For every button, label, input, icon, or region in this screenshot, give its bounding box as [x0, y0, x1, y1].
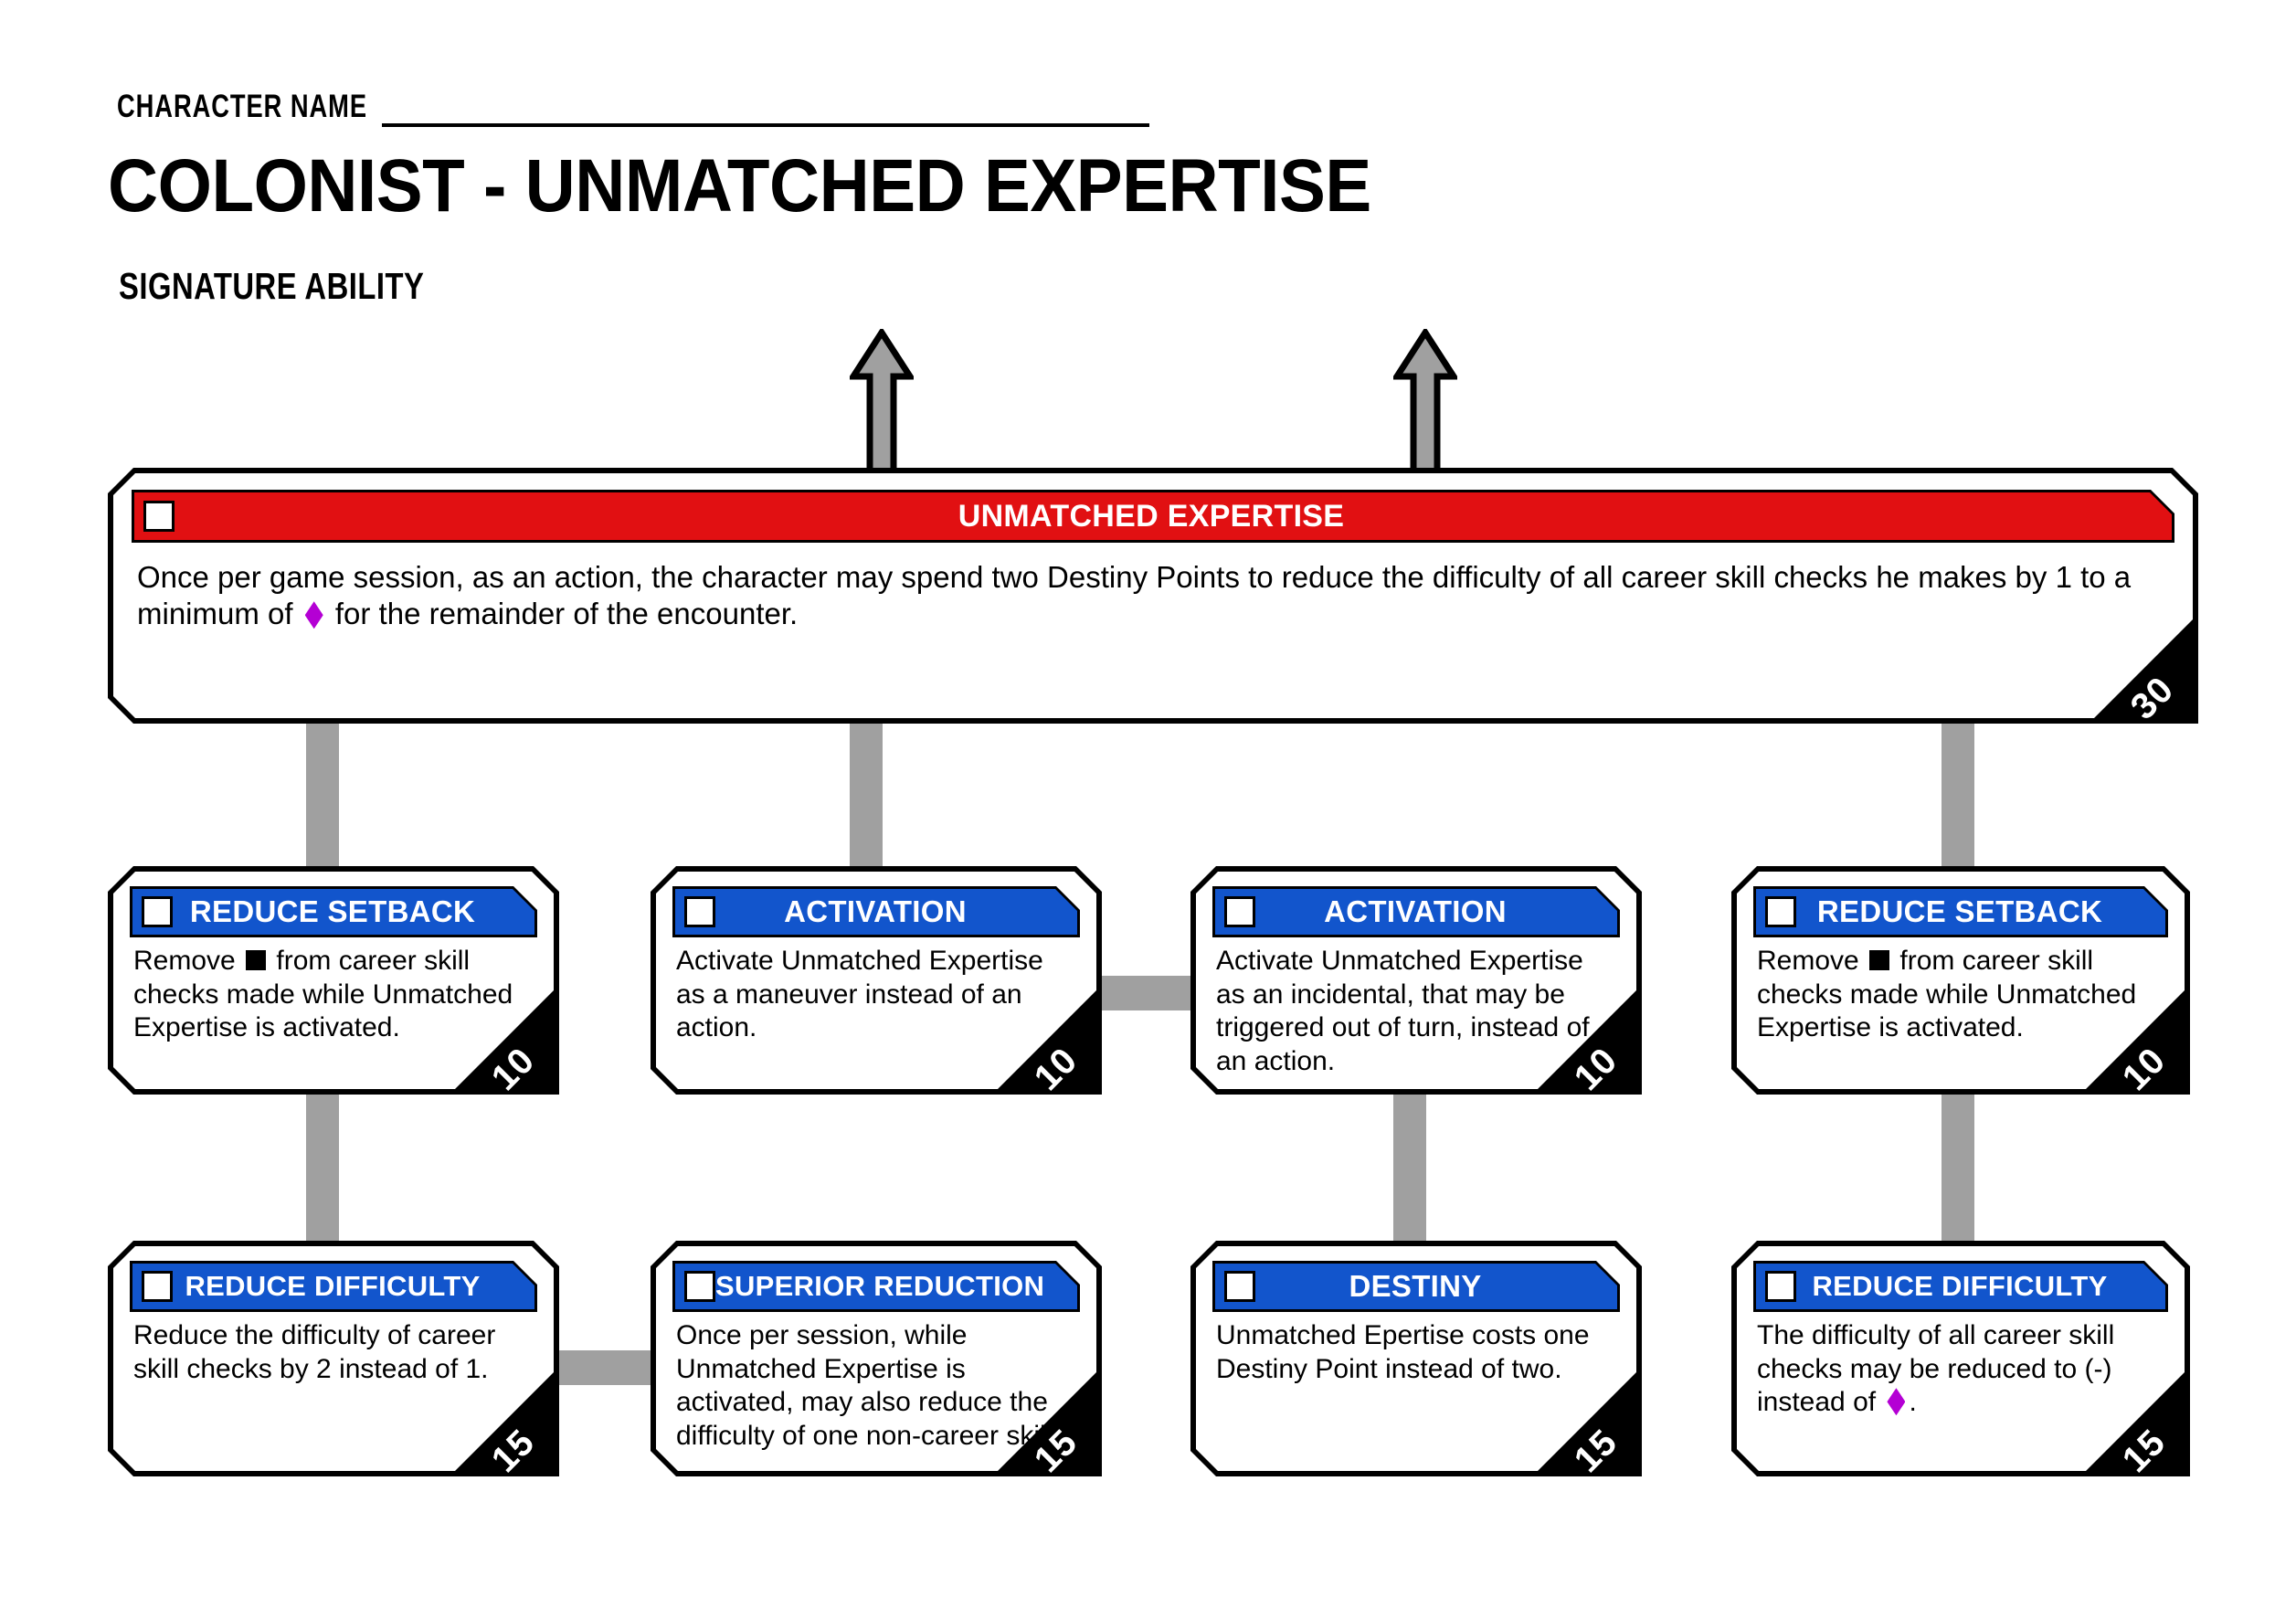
talent-card-checkbox[interactable] — [1765, 896, 1796, 927]
talent-card-header-fill: REDUCE SETBACK — [132, 889, 534, 935]
talent-card-checkbox[interactable] — [1765, 1271, 1796, 1302]
talent-card-header: DESTINY — [1212, 1261, 1620, 1312]
connector-vertical-sig-to-r1c4 — [1942, 713, 1974, 868]
talent-card-text: from career skill checks made while Unma… — [1757, 946, 2137, 1043]
talent-card[interactable]: ACTIVATION Activate Unmatched Expertise a… — [651, 866, 1102, 1095]
talent-card[interactable]: SUPERIOR REDUCTION Once per session, whil… — [651, 1241, 1102, 1476]
setback-die-icon — [1869, 950, 1889, 970]
card-inner: UNMATCHED EXPERTISE Once per game sessio… — [113, 473, 2193, 718]
difficulty-die-icon — [305, 601, 323, 629]
card-inner: SUPERIOR REDUCTION Once per session, whil… — [656, 1246, 1096, 1471]
card-inner: REDUCE SETBACK Remove from career skill c… — [1737, 872, 2185, 1089]
card-inner: REDUCE DIFFICULTY The difficulty of all c… — [1737, 1246, 2185, 1471]
talent-card[interactable]: ACTIVATION Activate Unmatched Expertise a… — [1190, 866, 1642, 1095]
talent-card-header-fill: REDUCE SETBACK — [1756, 889, 2165, 935]
page-title: COLONIST - UNMATCHED EXPERTISE — [108, 144, 1371, 227]
talent-card-text: . — [1909, 1387, 1917, 1418]
signature-card-header: UNMATCHED EXPERTISE — [132, 490, 2174, 543]
card-inner: REDUCE DIFFICULTY Reduce the difficulty o… — [113, 1246, 554, 1471]
character-name-label: CHARACTER NAME — [117, 89, 367, 124]
talent-card-text: Reduce the difficulty of career skill ch… — [133, 1320, 496, 1384]
page-subtitle: SIGNATURE ABILITY — [119, 265, 425, 307]
talent-card-text: Once per session, while Unmatched Expert… — [676, 1320, 1060, 1451]
talent-card-title: REDUCE DIFFICULTY — [185, 1270, 481, 1302]
signature-card-title: UNMATCHED EXPERTISE — [958, 498, 1345, 534]
talent-card-checkbox[interactable] — [684, 896, 715, 927]
signature-card-text-part2: for the remainder of the encounter. — [326, 597, 799, 631]
talent-card-body: The difficulty of all career skill check… — [1757, 1319, 2166, 1420]
talent-card-body: Unmatched Epertise costs one Destiny Poi… — [1216, 1319, 1618, 1386]
talent-card-checkbox[interactable] — [142, 896, 173, 927]
talent-card-header: REDUCE DIFFICULTY — [130, 1261, 537, 1312]
talent-card-header-fill: REDUCE DIFFICULTY — [132, 1264, 534, 1309]
talent-card-header-fill: DESTINY — [1215, 1264, 1617, 1309]
talent-card-text: Remove — [133, 946, 244, 976]
signature-card-body: Once per game session, as an action, the… — [137, 559, 2169, 633]
signature-card-header-fill: UNMATCHED EXPERTISE — [134, 492, 2172, 540]
difficulty-die-icon — [1887, 1388, 1905, 1415]
signature-card-checkbox[interactable] — [143, 501, 175, 532]
tree-entry-arrow-left — [850, 329, 914, 475]
card-inner: ACTIVATION Activate Unmatched Expertise a… — [656, 872, 1096, 1089]
talent-card-body: Remove from career skill checks made whi… — [133, 945, 535, 1045]
connector-vertical-r1c4-to-r2c4 — [1942, 1092, 1974, 1243]
talent-card-text: Unmatched Epertise costs one Destiny Poi… — [1216, 1320, 1590, 1384]
talent-card-body: Remove from career skill checks made whi… — [1757, 945, 2166, 1045]
card-inner: ACTIVATION Activate Unmatched Expertise a… — [1196, 872, 1636, 1089]
talent-card-header: SUPERIOR REDUCTION — [672, 1261, 1080, 1312]
talent-card[interactable]: DESTINY Unmatched Epertise costs one Dest… — [1190, 1241, 1642, 1476]
page-header: CHARACTER NAME COLONIST - UNMATCHED EXPE… — [0, 0, 2296, 311]
talent-card-checkbox[interactable] — [142, 1271, 173, 1302]
talent-card-title: SUPERIOR REDUCTION — [715, 1270, 1045, 1302]
card-inner: DESTINY Unmatched Epertise costs one Dest… — [1196, 1246, 1636, 1471]
talent-card-body: Reduce the difficulty of career skill ch… — [133, 1319, 535, 1386]
talent-card-body: Activate Unmatched Expertise as an incid… — [1216, 945, 1618, 1078]
talent-card-header-fill: REDUCE DIFFICULTY — [1756, 1264, 2165, 1309]
talent-card-text: Remove — [1757, 946, 1867, 976]
talent-card-header: ACTIVATION — [672, 886, 1080, 937]
talent-card-text: Activate Unmatched Expertise as an incid… — [1216, 946, 1590, 1076]
talent-card-checkbox[interactable] — [684, 1271, 715, 1302]
talent-card[interactable]: REDUCE DIFFICULTY Reduce the difficulty o… — [108, 1241, 559, 1476]
talent-card-header-fill: ACTIVATION — [1215, 889, 1617, 935]
talent-card-text: Activate Unmatched Expertise as a maneuv… — [676, 946, 1043, 1043]
talent-card-title: ACTIVATION — [1324, 894, 1507, 928]
talent-card-header: REDUCE SETBACK — [1753, 886, 2168, 937]
talent-card-title: DESTINY — [1349, 1269, 1482, 1303]
signature-ability-card[interactable]: UNMATCHED EXPERTISE Once per game sessio… — [108, 468, 2198, 724]
talent-card-header-fill: ACTIVATION — [675, 889, 1077, 935]
talent-card-text: The difficulty of all career skill check… — [1757, 1320, 2115, 1418]
talent-card-header-fill: SUPERIOR REDUCTION — [675, 1264, 1077, 1309]
setback-die-icon — [246, 950, 266, 970]
talent-card-title: ACTIVATION — [784, 894, 967, 928]
talent-card[interactable]: REDUCE SETBACK Remove from career skill c… — [108, 866, 559, 1095]
connector-vertical-sig-to-r1c1 — [306, 713, 339, 868]
talent-card-title: REDUCE SETBACK — [189, 894, 476, 928]
signature-card-text-part1: Once per game session, as an action, the… — [137, 560, 2132, 631]
connector-vertical-sig-to-r1c2 — [850, 713, 883, 868]
talent-card[interactable]: REDUCE DIFFICULTY The difficulty of all c… — [1731, 1241, 2190, 1476]
talent-card-header: REDUCE SETBACK — [130, 886, 537, 937]
talent-card-body: Once per session, while Unmatched Expert… — [676, 1319, 1078, 1453]
talent-card-checkbox[interactable] — [1224, 896, 1255, 927]
talent-card-body: Activate Unmatched Expertise as a maneuv… — [676, 945, 1078, 1045]
talent-card-title: REDUCE DIFFICULTY — [1812, 1270, 2108, 1302]
talent-card[interactable]: REDUCE SETBACK Remove from career skill c… — [1731, 866, 2190, 1095]
connector-vertical-r1c3-to-r2c3 — [1393, 1092, 1426, 1243]
talent-card-header: ACTIVATION — [1212, 886, 1620, 937]
talent-card-header: REDUCE DIFFICULTY — [1753, 1261, 2168, 1312]
card-inner: REDUCE SETBACK Remove from career skill c… — [113, 872, 554, 1089]
connector-vertical-r1c1-to-r2c1 — [306, 1092, 339, 1243]
talent-card-title: REDUCE SETBACK — [1816, 894, 2103, 928]
talent-card-checkbox[interactable] — [1224, 1271, 1255, 1302]
tree-entry-arrow-right — [1393, 329, 1457, 475]
character-name-write-in-line[interactable] — [382, 123, 1149, 127]
